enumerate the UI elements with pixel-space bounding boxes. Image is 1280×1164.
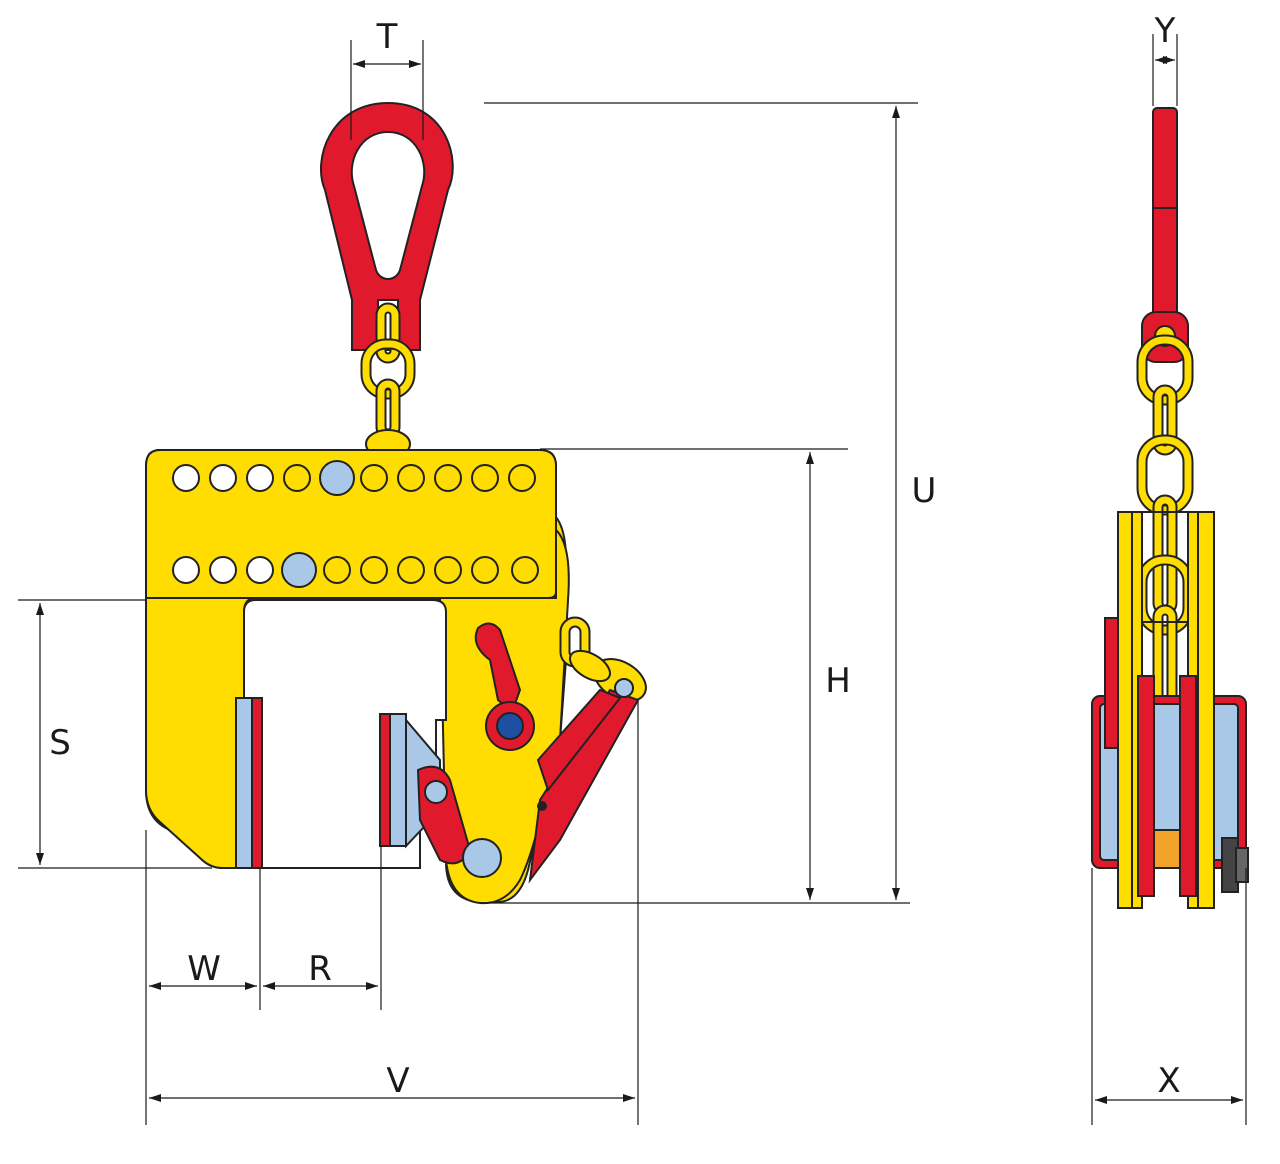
- label-x: X: [1157, 1061, 1180, 1101]
- label-r: R: [308, 949, 332, 989]
- side-view: Y X: [1091, 11, 1249, 1125]
- fixed-jaw-pad: [235, 697, 263, 869]
- front-view: T U H S W: [18, 17, 936, 1125]
- dimension-t: T: [350, 17, 424, 140]
- lower-pivot-pin: [462, 838, 502, 878]
- dimension-h: H: [480, 448, 910, 904]
- label-w: W: [187, 949, 221, 989]
- dimension-w: W: [145, 830, 261, 1125]
- dimension-y: Y: [1152, 11, 1178, 106]
- dimension-x: X: [1091, 868, 1247, 1125]
- shackle-side: [1152, 107, 1178, 319]
- side-plate-right-outer: [1197, 511, 1215, 909]
- dimension-v: V: [149, 700, 639, 1125]
- lifting-shackle: [320, 101, 454, 351]
- chain-side: [1136, 334, 1194, 726]
- side-link-arm: [528, 616, 647, 884]
- adjustment-holes-bottom: [172, 552, 539, 588]
- label-h: H: [825, 661, 851, 701]
- label-v: V: [386, 1061, 409, 1101]
- dimension-s: S: [18, 599, 212, 869]
- dimension-u: U: [484, 102, 937, 900]
- label-s: S: [49, 723, 71, 763]
- label-y: Y: [1154, 11, 1176, 51]
- side-plate-left-outer: [1117, 511, 1133, 909]
- label-u: U: [912, 471, 937, 511]
- label-t: T: [376, 17, 398, 57]
- dimension-r: R: [263, 846, 382, 1010]
- locking-lever: [474, 622, 535, 751]
- adjustment-holes-top: [172, 460, 536, 496]
